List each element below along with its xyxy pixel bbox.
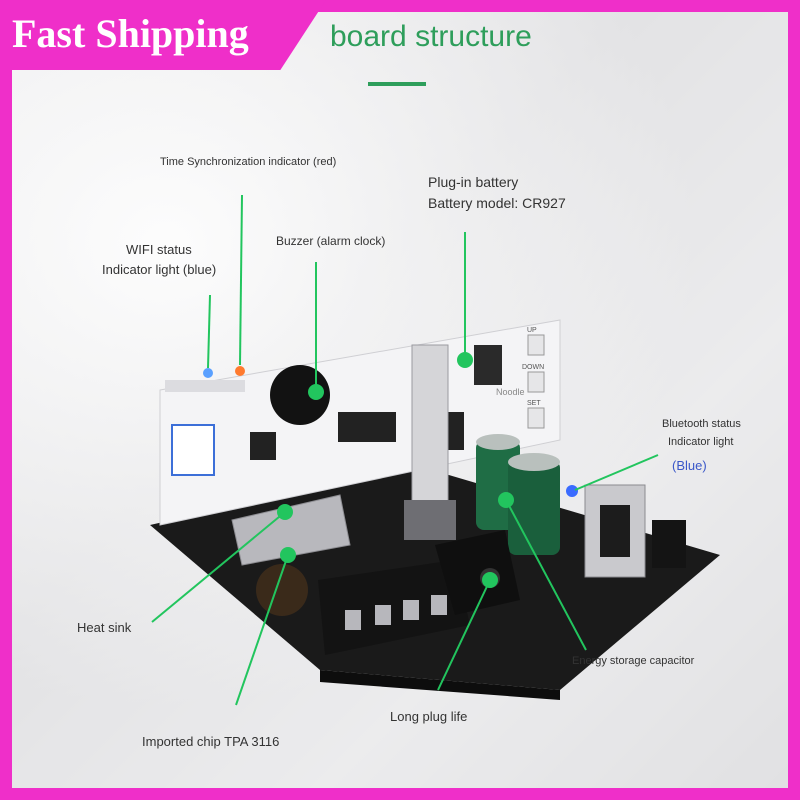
bluetooth-led bbox=[566, 485, 578, 497]
capacitor-1-top bbox=[476, 434, 520, 450]
terminal-screw-1 bbox=[345, 610, 361, 630]
callout-line-heat-sink bbox=[151, 511, 286, 623]
callout-line-wifi bbox=[207, 294, 211, 369]
terminal-block bbox=[318, 560, 470, 655]
fast-shipping-banner: Fast Shipping bbox=[0, 0, 326, 70]
potentiometer-base bbox=[404, 500, 456, 540]
audio-jack bbox=[652, 520, 686, 568]
label-bt-indicator: Indicator light bbox=[668, 436, 734, 448]
label-bt-status: Bluetooth status bbox=[662, 418, 741, 430]
page-title: board structure bbox=[330, 20, 532, 53]
banner-text: Fast Shipping bbox=[12, 11, 249, 56]
terminal-screw-2 bbox=[375, 605, 391, 625]
ic-chip-1 bbox=[250, 432, 276, 460]
battery-holder bbox=[474, 345, 502, 385]
capacitor-2-top bbox=[508, 453, 560, 471]
callout-dots bbox=[277, 352, 514, 588]
button-down bbox=[527, 371, 545, 393]
label-time-sync: Time Synchronization indicator (red) bbox=[160, 156, 337, 168]
wifi-module bbox=[171, 424, 215, 476]
label-battery-model: Battery model: CR927 bbox=[428, 195, 566, 211]
label-long-plug: Long plug life bbox=[390, 709, 468, 724]
label-imported-chip: Imported chip TPA 3116 bbox=[142, 734, 280, 749]
terminal-screw-3 bbox=[403, 600, 419, 620]
callout-dot-long-plug bbox=[482, 572, 498, 588]
callout-dot-buzzer bbox=[308, 384, 324, 400]
callout-dot-heat-sink bbox=[277, 504, 293, 520]
silk-btn-set: SET bbox=[527, 400, 541, 407]
label-plugin-battery: Plug-in battery bbox=[428, 174, 519, 190]
wifi-led bbox=[203, 368, 213, 378]
silk-btn-up: UP bbox=[527, 327, 537, 334]
silk-noodle: Noodle bbox=[496, 387, 525, 397]
display-board-header bbox=[165, 380, 245, 392]
capacitor-2 bbox=[508, 460, 560, 555]
title-underline bbox=[368, 82, 426, 86]
terminal-screw-4 bbox=[431, 595, 447, 615]
ic-chip-2 bbox=[338, 412, 396, 442]
callout-lines bbox=[151, 194, 659, 706]
callout-dot-battery bbox=[457, 352, 473, 368]
silk-btn-down: DOWN bbox=[522, 364, 544, 371]
callout-line-bluetooth bbox=[574, 454, 659, 491]
label-wifi-status: WIFI status bbox=[126, 242, 192, 257]
button-set bbox=[527, 407, 545, 429]
callout-line-capacitor bbox=[505, 499, 587, 651]
button-up bbox=[527, 334, 545, 356]
label-wifi-indicator: Indicator light (blue) bbox=[102, 262, 217, 277]
label-buzzer: Buzzer (alarm clock) bbox=[276, 234, 386, 248]
callout-line-time-sync bbox=[239, 194, 243, 366]
callout-dot-capacitor bbox=[498, 492, 514, 508]
label-energy-capacitor: Energy storage capacitor bbox=[572, 655, 695, 667]
label-bt-blue: (Blue) bbox=[672, 458, 707, 473]
potentiometer-shaft bbox=[411, 344, 449, 516]
dc-jack bbox=[435, 530, 520, 615]
usb-port-inner bbox=[600, 505, 630, 557]
callout-dot-chip bbox=[280, 547, 296, 563]
callout-line-chip bbox=[235, 554, 289, 706]
time-sync-led bbox=[235, 366, 245, 376]
label-heat-sink: Heat sink bbox=[77, 620, 132, 635]
inductor bbox=[256, 564, 308, 616]
callout-line-long-plug bbox=[437, 579, 491, 691]
